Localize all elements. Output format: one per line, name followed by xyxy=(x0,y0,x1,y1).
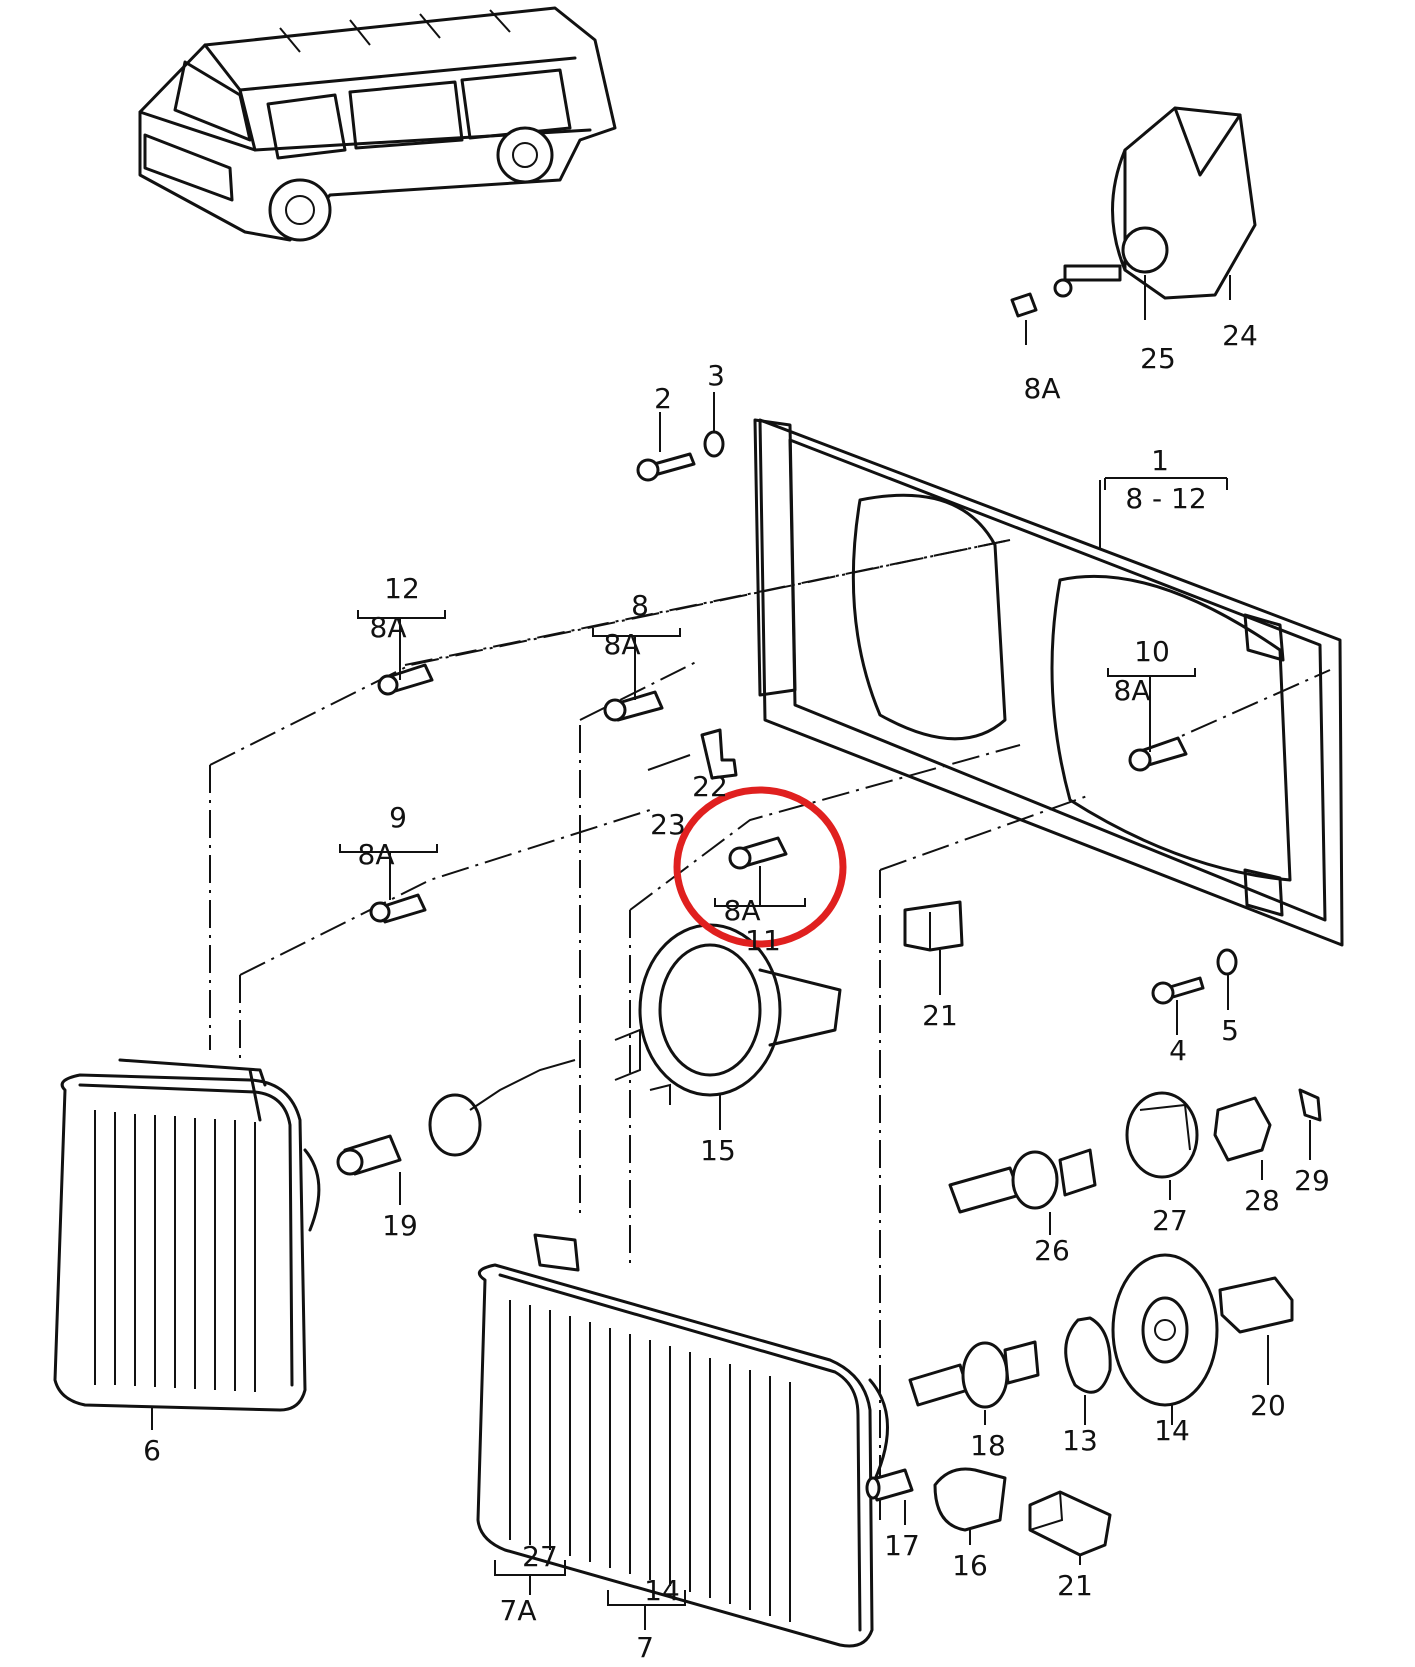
label-19: 19 xyxy=(382,1209,418,1242)
headlight-7 xyxy=(476,1233,889,1648)
bulb-19 xyxy=(336,1059,576,1176)
label-17: 17 xyxy=(884,1529,920,1562)
label-13: 13 xyxy=(1062,1424,1098,1457)
mounting-frame xyxy=(753,418,1344,947)
label-9: 9 xyxy=(389,801,407,834)
label-21-bottom: 21 xyxy=(1057,1569,1093,1602)
label-10-8a: 8A xyxy=(1114,674,1151,707)
label-4: 4 xyxy=(1169,1034,1187,1067)
label-18: 18 xyxy=(970,1429,1006,1462)
van-illustration xyxy=(138,6,617,242)
label-20: 20 xyxy=(1250,1389,1286,1422)
label-2: 2 xyxy=(654,382,672,415)
label-9-8a: 8A xyxy=(358,838,395,871)
label-24-8a: 8A xyxy=(1024,372,1061,405)
headlight-6 xyxy=(53,1058,321,1412)
label-15: 15 xyxy=(700,1134,736,1167)
small-parts xyxy=(369,430,1238,1005)
label-5: 5 xyxy=(1221,1014,1239,1047)
label-29: 29 xyxy=(1294,1164,1330,1197)
label-3: 3 xyxy=(707,359,725,392)
label-1: 1 xyxy=(1151,444,1169,477)
label-24: 24 xyxy=(1222,319,1258,352)
leader-lines xyxy=(151,392,1311,1630)
label-12: 12 xyxy=(384,572,420,605)
highlight-circle xyxy=(673,786,847,948)
label-28: 28 xyxy=(1244,1184,1280,1217)
label-6: 6 xyxy=(143,1434,161,1467)
label-21-top: 21 xyxy=(922,999,958,1032)
label-11-8a: 8A xyxy=(724,894,761,927)
fog-lamp-24 xyxy=(1010,106,1257,345)
label-27: 27 xyxy=(1152,1204,1188,1237)
label-14-bottom: 14 xyxy=(644,1574,680,1607)
label-11: 11 xyxy=(745,924,781,957)
right-side-parts xyxy=(865,1088,1322,1557)
label-10: 10 xyxy=(1134,635,1170,668)
label-26: 26 xyxy=(1034,1234,1070,1267)
callout-labels: 1 8 - 12 2 3 12 8A 8 8A 10 8A 9 8A 22 23… xyxy=(143,319,1330,1664)
label-23: 23 xyxy=(650,808,686,841)
label-22: 22 xyxy=(692,770,728,803)
label-7: 7 xyxy=(636,1631,654,1664)
label-14-right: 14 xyxy=(1154,1414,1190,1447)
label-27-bottom: 27 xyxy=(522,1540,558,1573)
headlight-bucket-15 xyxy=(614,923,842,1105)
label-12-8a: 8A xyxy=(370,611,407,644)
label-25: 25 xyxy=(1140,342,1176,375)
label-8: 8 xyxy=(631,589,649,622)
assembly-lines xyxy=(209,539,1331,1520)
label-8-8a: 8A xyxy=(604,628,641,661)
label-7a: 7A xyxy=(500,1594,537,1627)
label-16: 16 xyxy=(952,1549,988,1582)
label-8-12: 8 - 12 xyxy=(1125,482,1206,515)
